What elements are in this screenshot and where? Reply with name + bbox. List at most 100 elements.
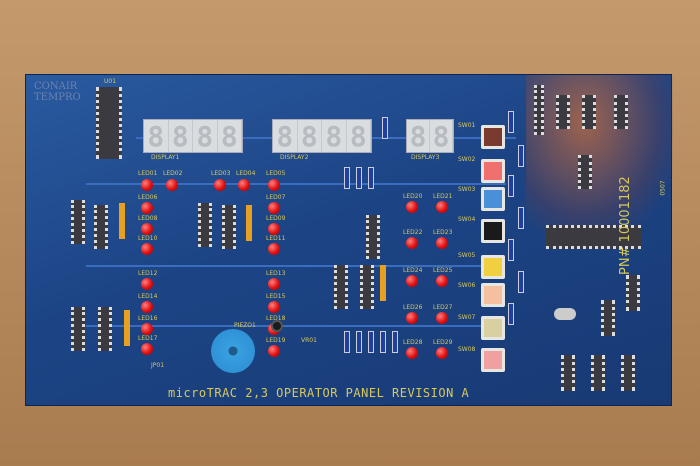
ic xyxy=(366,215,380,259)
led-label: LED21 xyxy=(433,193,453,200)
led-label: LED03 xyxy=(211,170,231,177)
led xyxy=(141,223,153,235)
led-label: LED02 xyxy=(163,170,183,177)
led xyxy=(268,223,280,235)
led xyxy=(141,202,153,214)
ic xyxy=(578,155,592,189)
display-1-label: DISPLAY1 xyxy=(151,154,180,161)
part-number: PN# 10001182 xyxy=(618,176,633,275)
led-label: LED12 xyxy=(138,270,158,277)
switch-sw01[interactable] xyxy=(481,125,505,149)
led-label: LED09 xyxy=(266,215,286,222)
switch-label: SW04 xyxy=(458,216,476,223)
switch-label: SW03 xyxy=(458,186,476,193)
led xyxy=(141,243,153,255)
led xyxy=(268,345,280,357)
led xyxy=(141,301,153,313)
capacitor xyxy=(356,167,362,189)
switch-sw06[interactable] xyxy=(481,283,505,307)
piezo-buzzer xyxy=(211,329,255,373)
switch-label: SW01 xyxy=(458,122,476,129)
logo-line1: CONAIR xyxy=(34,81,78,92)
switch-label: SW02 xyxy=(458,156,476,163)
led xyxy=(406,201,418,213)
led-label: LED11 xyxy=(266,235,286,242)
switch-label: SW05 xyxy=(458,252,476,259)
ic xyxy=(98,307,112,351)
capacitor xyxy=(344,167,350,189)
capacitor xyxy=(380,331,386,353)
capacitor xyxy=(508,303,514,325)
ic xyxy=(556,95,570,129)
led-label: LED22 xyxy=(403,229,423,236)
led-label: LED29 xyxy=(433,339,453,346)
switch-sw04[interactable] xyxy=(481,219,505,243)
switch-sw02[interactable] xyxy=(481,159,505,183)
led xyxy=(268,202,280,214)
led xyxy=(141,343,153,355)
microcontroller-u01 xyxy=(96,87,122,159)
led-label: LED14 xyxy=(138,293,158,300)
capacitor xyxy=(356,331,362,353)
date-code: 0507 xyxy=(659,180,667,196)
led-label: LED25 xyxy=(433,267,453,274)
led-label: LED26 xyxy=(403,304,423,311)
led xyxy=(214,179,226,191)
led-label: LED01 xyxy=(138,170,158,177)
led xyxy=(166,179,178,191)
capacitor xyxy=(518,145,524,167)
vr-label: VR01 xyxy=(301,337,317,344)
led xyxy=(238,179,250,191)
led xyxy=(268,179,280,191)
led-label: LED10 xyxy=(138,235,158,242)
resistor-network xyxy=(246,205,252,241)
potentiometer[interactable] xyxy=(271,320,283,332)
switch-sw03[interactable] xyxy=(481,187,505,211)
capacitor xyxy=(518,207,524,229)
ic xyxy=(94,205,108,249)
board-title: microTRAC 2,3 OPERATOR PANEL REVISION A xyxy=(168,386,470,400)
ic xyxy=(626,275,640,311)
trace xyxy=(86,265,486,267)
led xyxy=(406,237,418,249)
logo-line2: TEMPRO xyxy=(34,92,81,103)
led-label: LED08 xyxy=(138,215,158,222)
led-label: LED04 xyxy=(236,170,256,177)
led-label: LED07 xyxy=(266,194,286,201)
capacitor xyxy=(344,331,350,353)
ic xyxy=(71,307,85,351)
led-label: LED13 xyxy=(266,270,286,277)
large-ic xyxy=(546,225,641,249)
led-label: LED27 xyxy=(433,304,453,311)
ic xyxy=(614,95,628,129)
led-label: LED17 xyxy=(138,335,158,342)
trace xyxy=(86,325,486,327)
switch-sw08[interactable] xyxy=(481,348,505,372)
resistor-network xyxy=(124,310,130,346)
switch-label: SW08 xyxy=(458,346,476,353)
led xyxy=(436,347,448,359)
switch-sw05[interactable] xyxy=(481,255,505,279)
led-label: LED28 xyxy=(403,339,423,346)
led-label: LED19 xyxy=(266,337,286,344)
led xyxy=(436,312,448,324)
switch-sw07[interactable] xyxy=(481,316,505,340)
led xyxy=(141,278,153,290)
ic xyxy=(334,265,348,309)
led xyxy=(406,275,418,287)
display-3-label: DISPLAY3 xyxy=(411,154,440,161)
ic xyxy=(582,95,596,129)
led-label: LED16 xyxy=(138,315,158,322)
led xyxy=(406,312,418,324)
led-label: LED23 xyxy=(433,229,453,236)
led xyxy=(268,243,280,255)
led-label: LED20 xyxy=(403,193,423,200)
ic xyxy=(71,200,85,244)
ic xyxy=(198,203,212,247)
led xyxy=(436,201,448,213)
led xyxy=(268,301,280,313)
trace xyxy=(86,183,506,185)
led xyxy=(436,275,448,287)
